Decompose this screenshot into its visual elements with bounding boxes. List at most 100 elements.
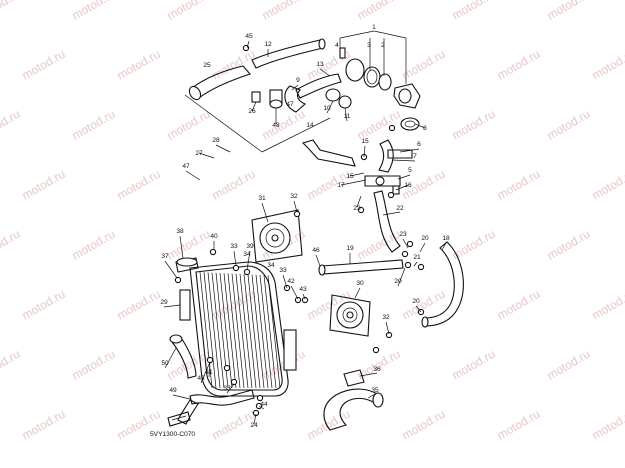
hose-6-7 bbox=[378, 139, 413, 173]
callout-25: 25 bbox=[203, 62, 211, 69]
callout-39: 39 bbox=[246, 243, 254, 250]
callout-20: 20 bbox=[394, 278, 402, 285]
joint-8 bbox=[400, 117, 420, 131]
callout-33: 33 bbox=[223, 385, 231, 392]
radiator-fin bbox=[235, 273, 249, 389]
callout-49: 49 bbox=[169, 387, 177, 394]
leader-line bbox=[395, 184, 409, 191]
leader-line bbox=[339, 30, 375, 39]
leader-line bbox=[200, 361, 211, 384]
callout-19: 19 bbox=[346, 245, 354, 252]
watermark-text: motod.ru bbox=[495, 407, 543, 443]
leader-line bbox=[290, 285, 299, 300]
hose-36 bbox=[343, 369, 365, 387]
watermark-text: motod.ru bbox=[20, 47, 68, 83]
watermark-text: motod.ru bbox=[400, 47, 448, 83]
bolt bbox=[401, 250, 409, 258]
callout-16: 16 bbox=[404, 182, 412, 189]
leader-line bbox=[164, 347, 177, 369]
callout-14: 14 bbox=[306, 122, 314, 129]
bolt bbox=[206, 356, 214, 364]
radiator-29 bbox=[179, 261, 297, 397]
leader-line bbox=[246, 40, 250, 49]
pipe-14 bbox=[301, 139, 356, 167]
callout-12: 12 bbox=[264, 41, 272, 48]
callout-3: 3 bbox=[367, 42, 371, 49]
callout-33: 33 bbox=[230, 243, 238, 250]
watermark-text: motod.ru bbox=[20, 287, 68, 323]
leader-line bbox=[397, 174, 411, 180]
radiator-fin bbox=[251, 274, 265, 389]
callout-34: 34 bbox=[267, 262, 275, 269]
radiator-fin bbox=[199, 271, 213, 389]
callout-23: 23 bbox=[399, 231, 407, 238]
hose-50 bbox=[169, 334, 197, 379]
leader-line bbox=[367, 393, 376, 399]
leader-line bbox=[399, 148, 420, 153]
callout-32: 32 bbox=[382, 314, 390, 321]
callout-42: 42 bbox=[287, 278, 295, 285]
callout-45: 45 bbox=[245, 33, 253, 40]
callout-29: 29 bbox=[160, 299, 168, 306]
radiator-fin bbox=[227, 273, 241, 389]
leader-line bbox=[179, 235, 184, 259]
watermark-text: motod.ru bbox=[590, 407, 625, 443]
callout-20: 20 bbox=[412, 298, 420, 305]
watermark-text: motod.ru bbox=[0, 227, 23, 263]
callout-27: 27 bbox=[195, 150, 203, 157]
watermark-text: motod.ru bbox=[165, 227, 213, 263]
watermark-text: motod.ru bbox=[355, 347, 403, 383]
watermark-text: motod.ru bbox=[450, 347, 498, 383]
watermark-text: motod.ru bbox=[260, 107, 308, 143]
watermark-text: motod.ru bbox=[115, 287, 163, 323]
callout-34: 34 bbox=[243, 251, 251, 258]
callout-1: 1 bbox=[372, 24, 376, 31]
bolt bbox=[230, 378, 238, 386]
watermark-text: motod.ru bbox=[495, 287, 543, 323]
watermark-text: motod.ru bbox=[70, 347, 118, 383]
callout-31: 31 bbox=[258, 195, 266, 202]
watermark-text: motod.ru bbox=[210, 47, 258, 83]
bolt bbox=[404, 261, 412, 269]
hose-25 bbox=[188, 65, 251, 101]
callout-36: 36 bbox=[373, 366, 381, 373]
callout-6: 6 bbox=[417, 141, 421, 148]
callout-50: 50 bbox=[161, 360, 169, 367]
leader-line bbox=[163, 304, 181, 308]
watermark-text: motod.ru bbox=[210, 167, 258, 203]
fitting-26-48 bbox=[251, 89, 283, 109]
leader-line bbox=[315, 254, 321, 267]
callout-28: 28 bbox=[212, 137, 220, 144]
watermark-text: motod.ru bbox=[260, 0, 308, 23]
leader-line bbox=[253, 413, 257, 425]
watermark-text: motod.ru bbox=[70, 107, 118, 143]
leader-line bbox=[349, 172, 365, 177]
leader-25 bbox=[184, 94, 263, 153]
callout-labels: 1234567891011121314151516171819202020212… bbox=[160, 24, 450, 429]
leader-line bbox=[356, 195, 362, 208]
leader-line bbox=[441, 242, 447, 251]
watermark-text: motod.ru bbox=[590, 47, 625, 83]
leader-line bbox=[344, 107, 348, 122]
radiator-fin bbox=[263, 275, 277, 389]
callout-9: 9 bbox=[296, 77, 300, 84]
callout-8: 8 bbox=[423, 125, 427, 132]
leader-line bbox=[233, 250, 237, 267]
watermark-text: motod.ru bbox=[165, 107, 213, 143]
fasteners bbox=[174, 44, 425, 417]
radiator-fin bbox=[243, 274, 257, 389]
leader-line bbox=[319, 68, 331, 77]
callout-40: 40 bbox=[210, 233, 218, 240]
callout-20: 20 bbox=[421, 235, 429, 242]
thermostat-housing bbox=[339, 47, 421, 109]
watermark-text: motod.ru bbox=[400, 407, 448, 443]
callout-10: 10 bbox=[323, 105, 331, 112]
cap-38 bbox=[175, 257, 199, 273]
leader-line bbox=[291, 84, 299, 91]
leader-line bbox=[373, 30, 407, 39]
callout-4: 4 bbox=[335, 42, 339, 49]
leader-line bbox=[164, 260, 178, 279]
diagram-code: 5VY1300-C070 bbox=[150, 431, 195, 438]
